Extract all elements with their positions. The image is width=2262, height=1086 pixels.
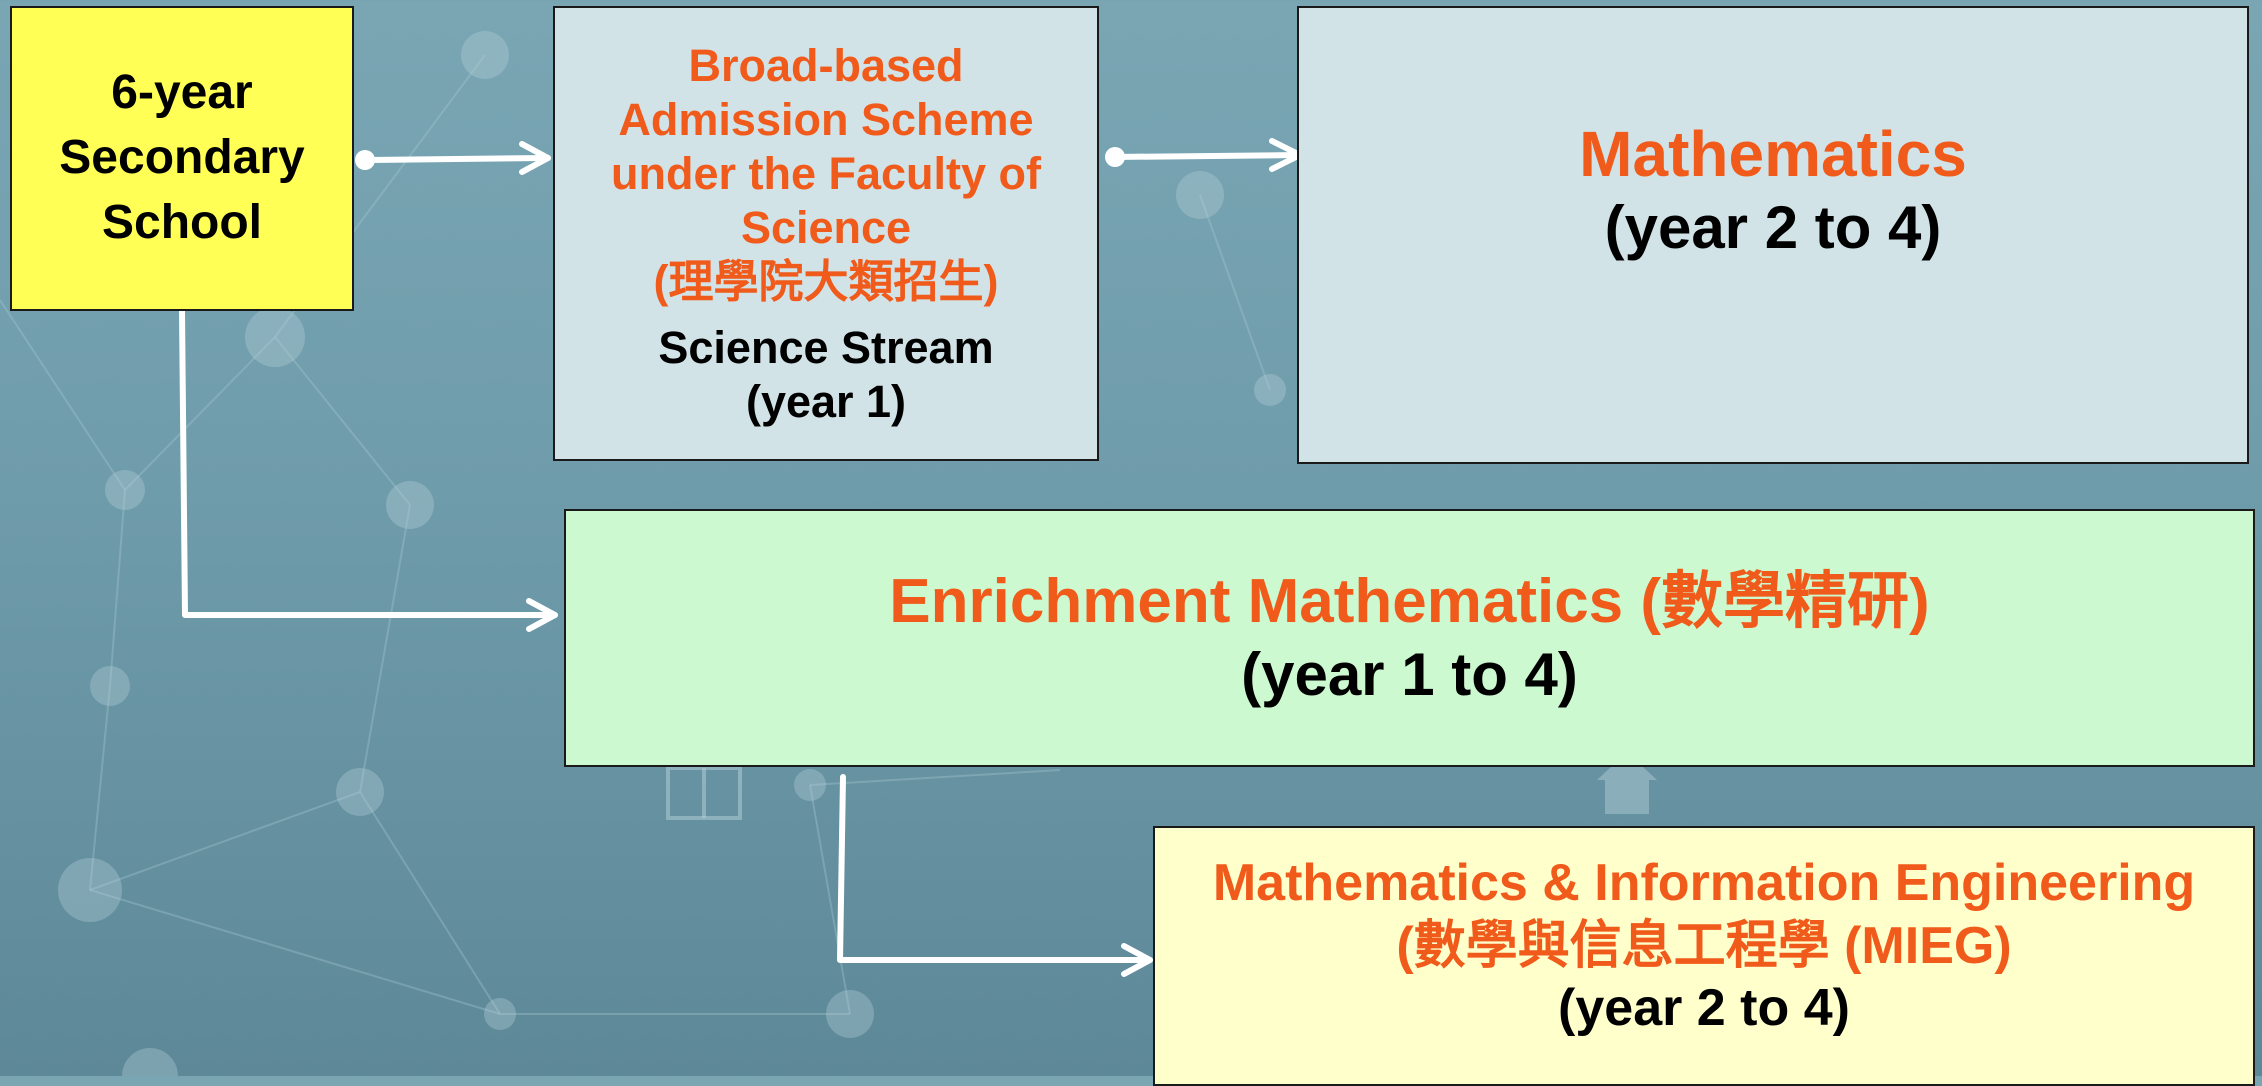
admission-scheme-chinese: (理學院大類招生) [653, 255, 999, 307]
secondary-school-line1: 6-year [111, 66, 253, 120]
science-stream-years: (year 1) [745, 375, 907, 427]
enrichment-years: (year 1 to 4) [1241, 641, 1578, 709]
secondary-school-line2: Secondary [59, 131, 305, 185]
science-stream-label: Science Stream [658, 321, 994, 373]
enrichment-title: Enrichment Mathematics (數學精研) [889, 566, 1930, 636]
admission-scheme-line3: under the Faculty of [610, 147, 1042, 199]
mathematics-title: Mathematics [1579, 117, 1967, 190]
admission-scheme-line1: Broad-based [688, 39, 964, 91]
book-watermark-icon [666, 766, 742, 820]
enrichment-mathematics-box: Enrichment Mathematics (數學精研) (year 1 to… [564, 509, 2255, 767]
admission-scheme-line2: Admission Scheme [618, 93, 1034, 145]
mieg-years: (year 2 to 4) [1558, 979, 1850, 1038]
secondary-school-line3: School [101, 195, 262, 249]
mieg-title: Mathematics & Information Engineering [1212, 854, 2196, 913]
admission-scheme-box: Broad-based Admission Scheme under the F… [553, 6, 1099, 461]
mathematics-years: (year 2 to 4) [1604, 194, 1942, 262]
secondary-school-box: 6-year Secondary School [10, 6, 354, 311]
mieg-box: Mathematics & Information Engineering (數… [1153, 826, 2255, 1086]
mieg-chinese: (數學與信息工程學 (MIEG) [1396, 916, 2012, 975]
admission-scheme-line4: Science [740, 201, 912, 253]
mathematics-box: Mathematics (year 2 to 4) [1297, 6, 2249, 464]
